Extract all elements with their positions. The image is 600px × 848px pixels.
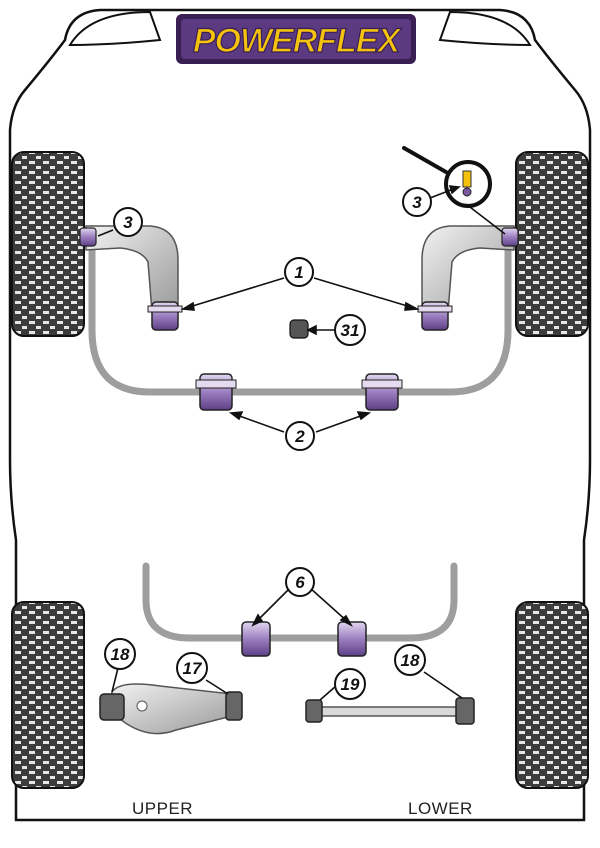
lower-link-inner-bush	[305, 699, 323, 723]
front-wishbone-front-bush-left	[79, 227, 97, 247]
car-body-outline	[8, 8, 592, 822]
svg-text:3: 3	[412, 193, 422, 212]
rear-arb-bush-right	[337, 621, 367, 657]
callout-6: 6	[285, 567, 315, 597]
rear-arb-bush-left	[241, 621, 271, 657]
front-arb-bush-left	[195, 373, 237, 411]
upper-arm-inner-bush	[99, 693, 125, 721]
upper-arm-outer-bush	[225, 691, 243, 721]
front-wishbone-rear-bush-left	[147, 301, 183, 331]
callout-18-right: 18	[394, 644, 426, 676]
lower-link-outer-bush	[455, 697, 475, 725]
left-front-wishbone	[85, 225, 179, 313]
callout-1: 1	[284, 257, 314, 287]
front-arb-bush-right	[361, 373, 403, 411]
magnifier-icon	[402, 146, 492, 208]
wheel-icon	[11, 601, 85, 789]
svg-text:19: 19	[341, 675, 360, 694]
svg-text:6: 6	[295, 573, 305, 592]
powerflex-logo: POWERFLEX	[176, 14, 416, 64]
svg-text:17: 17	[183, 659, 203, 678]
rear-anti-roll-bar	[142, 562, 458, 642]
svg-text:18: 18	[401, 651, 420, 670]
upper-label: UPPER	[132, 799, 194, 818]
callout-19: 19	[334, 668, 366, 700]
svg-text:1: 1	[294, 263, 303, 282]
lower-label: LOWER	[408, 799, 473, 818]
callout-31: 31	[334, 314, 366, 346]
wheel-icon	[515, 601, 589, 789]
lower-rear-link	[317, 706, 461, 717]
front-wishbone-front-bush-right	[501, 227, 519, 247]
callout-17: 17	[176, 652, 208, 684]
svg-text:31: 31	[341, 321, 360, 340]
callout-3-right: 3	[402, 187, 432, 217]
right-front-wishbone	[421, 225, 515, 313]
wheel-icon	[515, 151, 589, 337]
front-wishbone-rear-bush-right	[417, 301, 453, 331]
svg-text:3: 3	[123, 213, 133, 232]
callout-3-left: 3	[113, 207, 143, 237]
logo-text: POWERFLEX	[193, 22, 403, 60]
callout-18-left: 18	[104, 638, 136, 670]
svg-text:18: 18	[111, 645, 130, 664]
leader-lines	[97, 185, 506, 701]
front-anti-roll-bar	[88, 236, 512, 396]
upper-rear-arm	[111, 683, 233, 735]
svg-text:2: 2	[294, 427, 305, 446]
wheel-icon	[11, 151, 85, 337]
jack-pad-bush	[289, 319, 309, 339]
callout-2: 2	[285, 421, 315, 451]
